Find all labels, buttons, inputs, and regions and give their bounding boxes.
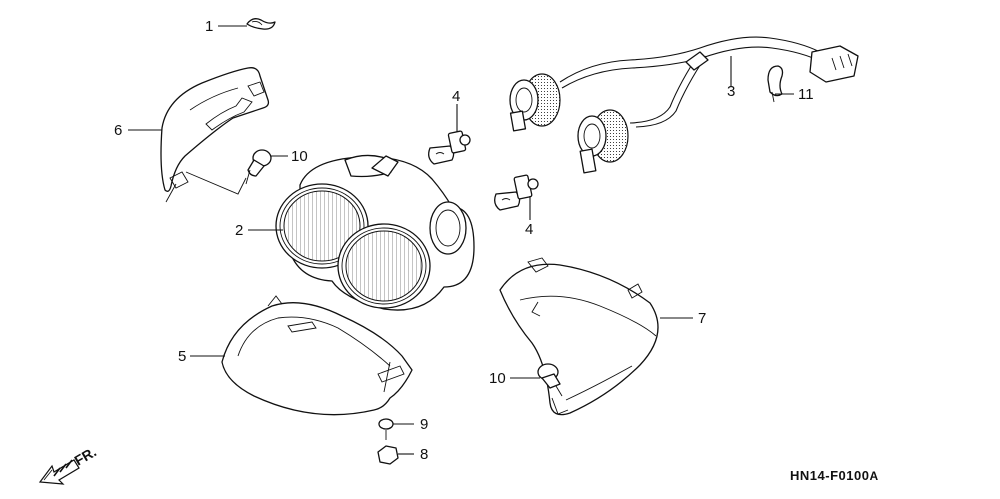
callout-3: 3 bbox=[727, 83, 735, 100]
callout-4-upper: 4 bbox=[452, 88, 460, 105]
diagram-code: HN14-F0100A bbox=[790, 468, 879, 483]
callout-1: 1 bbox=[205, 18, 213, 35]
callout-10-upper: 10 bbox=[291, 148, 308, 165]
wire-clip-part-11 bbox=[767, 65, 784, 103]
push-clip-part-10-upper bbox=[185, 149, 272, 195]
callout-9: 9 bbox=[420, 416, 428, 433]
upper-cover-part-6 bbox=[160, 67, 270, 203]
clip-part-1 bbox=[246, 18, 276, 30]
callout-6: 6 bbox=[114, 122, 122, 139]
wire-harness-part-3 bbox=[509, 36, 859, 174]
front-direction-arrow-icon bbox=[38, 459, 80, 485]
callout-4-lower: 4 bbox=[525, 221, 533, 238]
callout-7: 7 bbox=[698, 310, 706, 327]
callout-5: 5 bbox=[178, 348, 186, 365]
diagram-code-main: HN14-F0100 bbox=[790, 468, 869, 483]
callout-11: 11 bbox=[798, 86, 814, 103]
leader-lines bbox=[128, 25, 794, 455]
callout-labels: 1 2 3 4 4 5 6 7 8 9 10 10 11 bbox=[114, 18, 814, 463]
bulb-part-4-upper bbox=[428, 130, 471, 165]
callout-10-lower: 10 bbox=[489, 370, 506, 387]
callout-8: 8 bbox=[420, 446, 428, 463]
callout-2: 2 bbox=[235, 222, 243, 239]
washer-part-9 bbox=[378, 418, 394, 430]
lower-cover-part-5 bbox=[221, 295, 413, 416]
right-cover-part-7 bbox=[499, 257, 659, 416]
bulb-part-4-lower bbox=[494, 174, 539, 211]
headlight-part-2 bbox=[275, 154, 475, 311]
push-clip-part-10-lower bbox=[537, 363, 563, 397]
bolt-part-8 bbox=[377, 430, 399, 465]
diagram-code-suffix: A bbox=[869, 469, 878, 483]
